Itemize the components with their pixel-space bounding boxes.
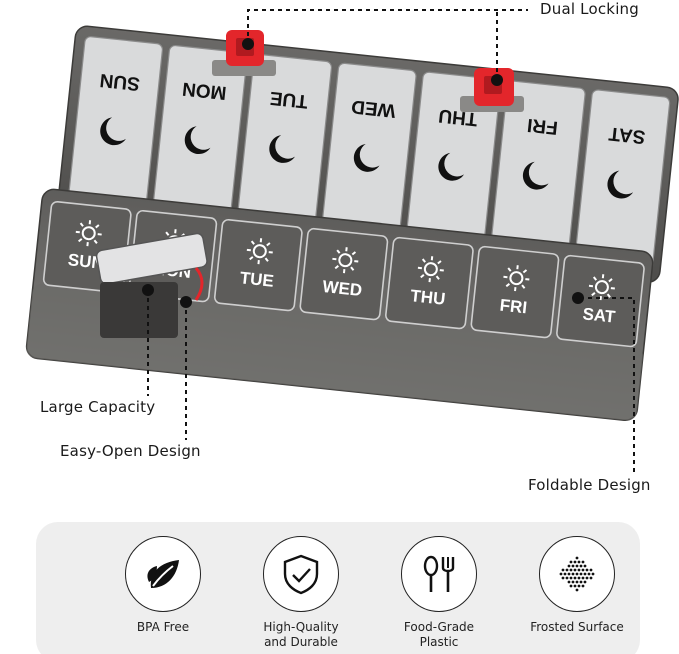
moon-icon: [184, 126, 211, 154]
base-day-label: FRI: [499, 296, 528, 318]
sun-icon: [332, 247, 359, 274]
callout-easy-open: Easy-Open Design: [60, 442, 201, 460]
base-compartment: SAT: [556, 254, 645, 348]
feature-label: Food-Grade Plastic: [403, 620, 475, 649]
shield-check-icon: [283, 554, 319, 595]
lid-day-label: WED: [350, 95, 396, 121]
lid-compartment: WED: [320, 62, 417, 246]
lid-day-label: FRI: [526, 114, 559, 138]
moon-icon: [353, 143, 380, 172]
feature-label: Frosted Surface: [530, 620, 624, 634]
sun-icon: [246, 238, 273, 265]
feature-bpa-free: BPA Free: [98, 536, 228, 654]
callout-dual-locking: Dual Locking: [540, 0, 639, 18]
lid-compartment: SAT: [574, 89, 671, 273]
open-arrow: [194, 267, 204, 301]
feature-frosted: Frosted Surface: [512, 536, 642, 654]
sun-icon: [588, 274, 615, 301]
base-compartment: TUE: [213, 218, 303, 312]
features-panel: BPA Free High-Quality and Durable Food-G…: [36, 522, 640, 654]
open-compartment-lid: [95, 232, 208, 285]
spoon-fork-icon: [423, 555, 455, 592]
moon-icon: [438, 152, 465, 181]
sun-icon: [503, 265, 530, 292]
feature-food-grade: Food-Grade Plastic: [374, 536, 504, 654]
dots-pattern-icon: [559, 556, 595, 592]
lid-compartment: TUE: [236, 53, 333, 238]
moon-icon: [269, 135, 295, 163]
base-day-label: SUN: [67, 250, 105, 273]
base-compartment: THU: [385, 236, 474, 330]
moon-icon: [522, 161, 549, 190]
lid-day-label: SAT: [607, 122, 646, 147]
feature-label: High-Quality and Durable: [263, 620, 339, 649]
sun-icon: [417, 256, 444, 283]
open-compartment: [100, 282, 178, 338]
base-day-label: WED: [322, 277, 363, 300]
lid-day-label: TUE: [269, 87, 309, 112]
base-compartment: FRI: [470, 245, 560, 339]
sun-icon: [75, 220, 102, 247]
base-day-label: THU: [410, 286, 447, 309]
lid-compartment: SUN: [67, 36, 163, 220]
feature-label: BPA Free: [136, 620, 190, 634]
feature-durable: High-Quality and Durable: [236, 536, 366, 654]
leaf-icon: [147, 560, 179, 588]
callout-foldable: Foldable Design: [528, 476, 651, 494]
base-day-label: TUE: [239, 268, 275, 290]
base-compartment: WED: [299, 227, 389, 321]
base-day-label: SAT: [582, 304, 617, 326]
lid-day-label: MON: [181, 78, 227, 104]
moon-icon: [607, 170, 634, 199]
moon-icon: [100, 117, 126, 146]
lid-day-label: SUN: [99, 69, 141, 94]
callout-large-capacity: Large Capacity: [40, 398, 156, 416]
